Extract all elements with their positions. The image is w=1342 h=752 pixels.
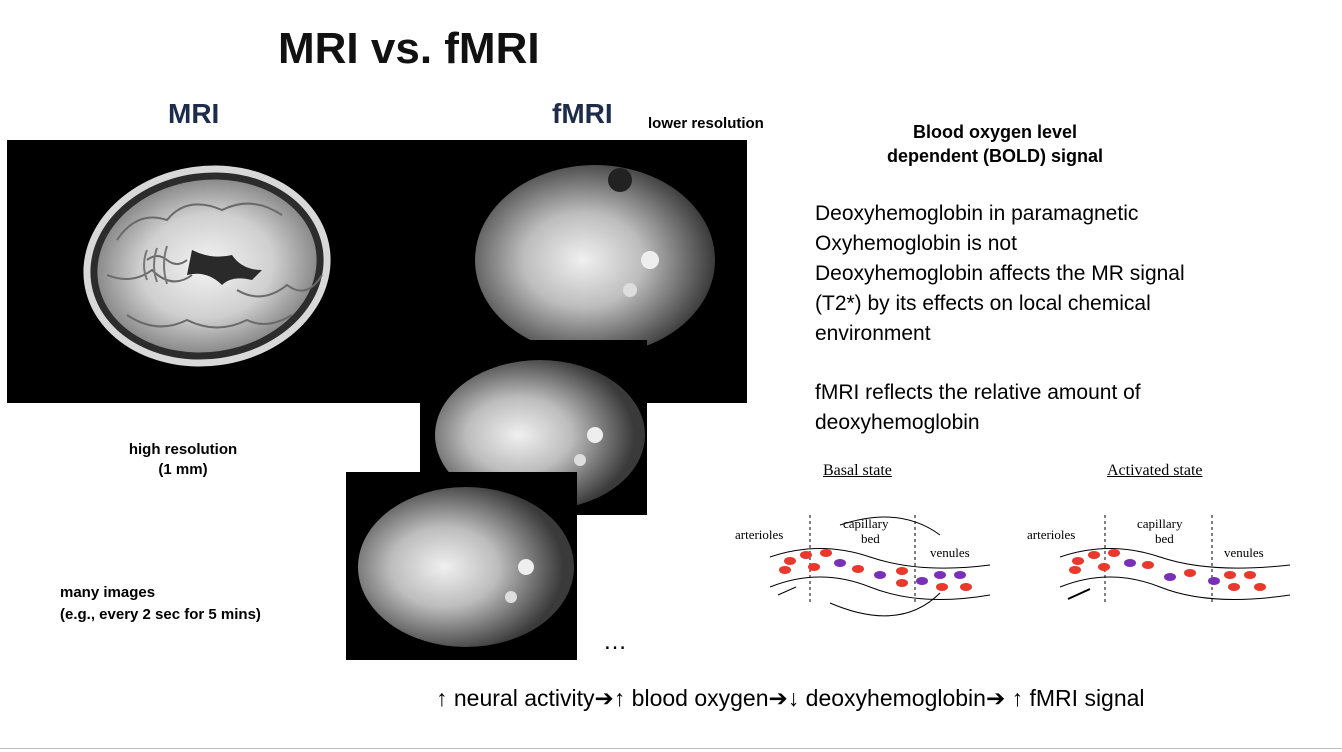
bold-line-5: environment [815, 322, 931, 345]
bold-title-line-2: dependent (BOLD) signal [887, 146, 1103, 166]
fmri-header: fMRI [552, 98, 613, 129]
many-images-line-1: many images [60, 584, 156, 601]
basal-venules-label: venules [930, 545, 970, 560]
high-resolution-caption: high resolution (1 mm) [108, 440, 258, 480]
bold-line-1: Deoxyhemoglobin in paramagnetic [815, 202, 1139, 225]
bold-explanation: Deoxyhemoglobin in paramagnetic Oxyhemog… [815, 199, 1185, 349]
activated-arterioles-label: arterioles [1027, 527, 1076, 542]
bold-line-2: Oxyhemoglobin is not [815, 232, 1017, 255]
activated-venules-label: venules [1224, 545, 1264, 560]
bold-line-4: (T2*) by its effects on local chemical [815, 292, 1151, 315]
many-images-line-2: (e.g., every 2 sec for 5 mins) [60, 606, 261, 623]
vessel-diagram [730, 495, 1330, 635]
high-resolution-line-1: high resolution [128, 441, 238, 458]
fmri-reflects-text: fMRI reflects the relative amount of deo… [815, 378, 1141, 438]
footer-divider [0, 748, 1342, 749]
basal-capillary-label: capillary [843, 516, 889, 531]
bold-title-line-1: Blood oxygen level [912, 122, 1078, 142]
many-images-caption: many images (e.g., every 2 sec for 5 min… [60, 582, 261, 626]
basal-bed-label: bed [861, 531, 880, 546]
bottom-summary: ↑ neural activity➔↑ blood oxygen➔↓ deoxy… [436, 685, 1145, 711]
basal-arterioles-label: arterioles [735, 527, 784, 542]
slide-title: MRI vs. fMRI [278, 24, 540, 73]
activated-capillary-label: capillary [1137, 516, 1183, 531]
mri-header: MRI [168, 98, 220, 129]
bold-signal-title: Blood oxygen level dependent (BOLD) sign… [870, 120, 1120, 168]
activated-bed-label: bed [1155, 531, 1174, 546]
bold-line-3: Deoxyhemoglobin affects the MR signal [815, 262, 1185, 285]
fmri-image-3 [346, 472, 577, 660]
activated-blood-cells [1069, 549, 1266, 591]
reflects-line-2: deoxyhemoglobin [815, 411, 980, 434]
activated-state-title: Activated state [1107, 462, 1203, 479]
basal-blood-cells [779, 549, 972, 591]
ellipsis: … [603, 628, 627, 655]
reflects-line-1: fMRI reflects the relative amount of [815, 381, 1141, 404]
lower-resolution-label: lower resolution [648, 115, 764, 132]
high-resolution-line-2: (1 mm) [158, 461, 208, 478]
basal-state-title: Basal state [823, 462, 892, 479]
